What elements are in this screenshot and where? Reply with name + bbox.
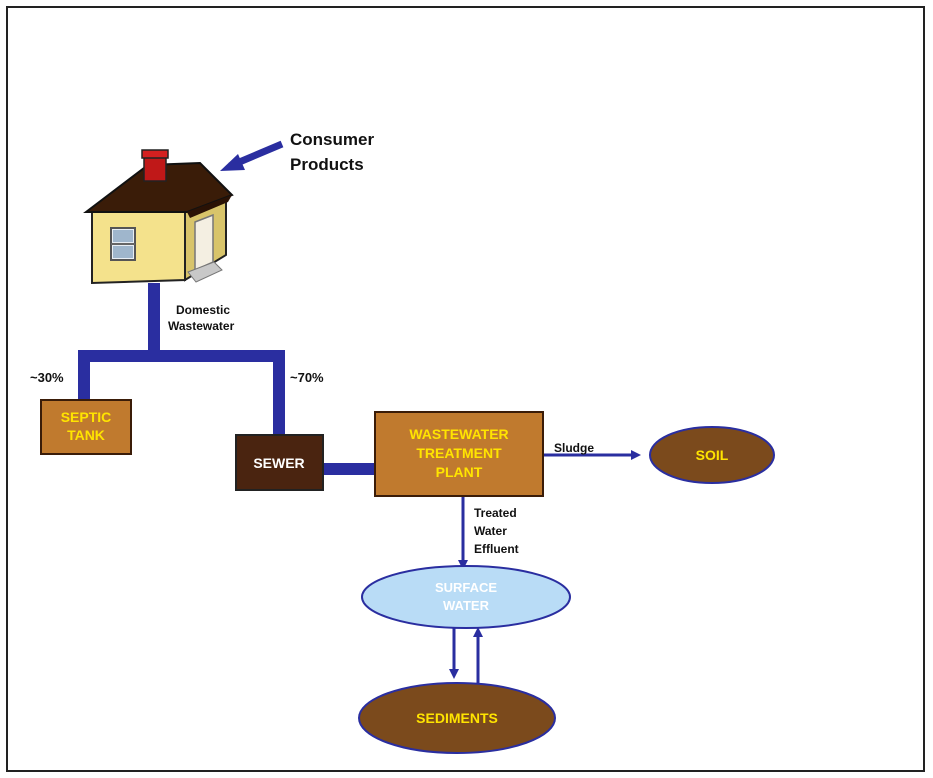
- wwtp-label-line3: PLANT: [436, 464, 483, 480]
- wastewater-treatment-plant-box: [374, 411, 544, 497]
- split-left-label: ~30%: [30, 370, 64, 385]
- septic-tank-box: [40, 399, 132, 455]
- treated-effluent-label-line3: Effluent: [474, 542, 519, 556]
- sewer-box: [235, 434, 324, 491]
- wastewater-pipes: [78, 283, 376, 475]
- split-right-label: ~70%: [290, 370, 324, 385]
- domestic-wastewater-label-line2: Wastewater: [168, 319, 235, 333]
- consumer-products-label-line1: Consumer: [290, 130, 374, 149]
- surface-water-label-line1: SURFACE: [435, 580, 497, 595]
- consumer-products-label-line2: Products: [290, 155, 364, 174]
- septic-tank-label-line2: TANK: [67, 427, 105, 443]
- consumer-products-arrowhead: [220, 154, 245, 171]
- treated-effluent-label-line1: Treated: [474, 506, 517, 520]
- wwtp-label-line1: WASTEWATER: [409, 426, 508, 442]
- wwtp-label-line2: TREATMENT: [416, 445, 502, 461]
- diagram-frame: [6, 6, 925, 772]
- sludge-label: Sludge: [554, 441, 594, 455]
- surface-water-label-line2: WATER: [443, 598, 490, 613]
- treated-effluent-label-line2: Water: [474, 524, 507, 538]
- septic-tank-label-line1: SEPTIC: [61, 409, 112, 425]
- domestic-wastewater-label-line1: Domestic: [176, 303, 230, 317]
- sediments-label: SEDIMENTS: [416, 710, 498, 726]
- soil-ellipse: [649, 426, 775, 484]
- house-icon: [83, 149, 234, 285]
- soil-label: SOIL: [696, 447, 729, 463]
- sediments-ellipse: [358, 682, 556, 754]
- surface-water-ellipse: [361, 565, 571, 629]
- sewer-label: SEWER: [253, 455, 304, 471]
